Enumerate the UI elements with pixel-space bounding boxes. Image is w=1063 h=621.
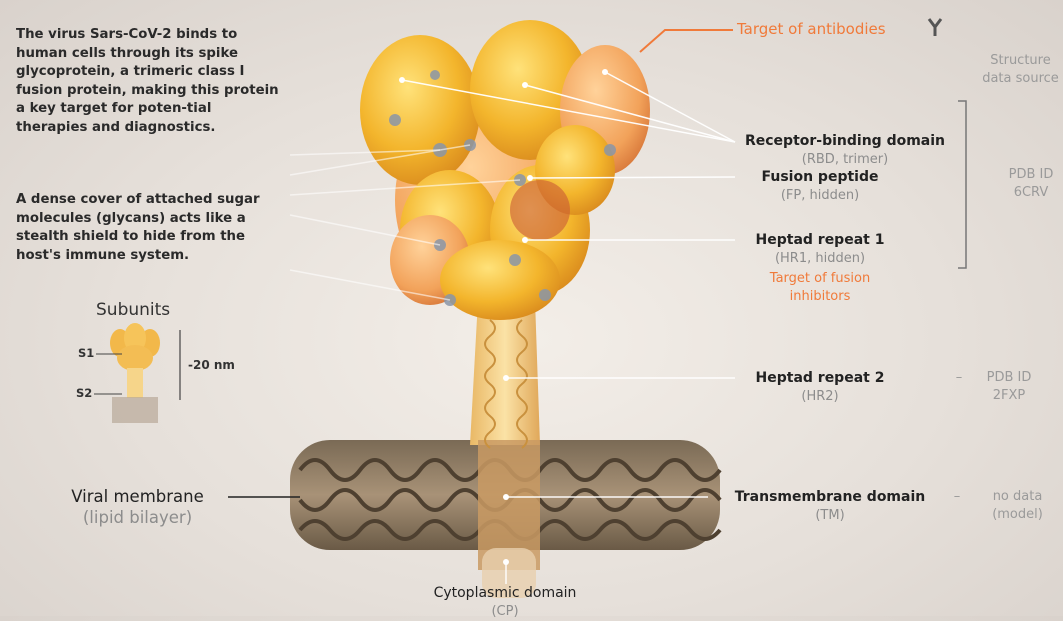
cp-label: Cytoplasmic domain (CP) — [405, 584, 605, 621]
pdb-bracket — [958, 101, 966, 268]
source-dash-2fxp: – — [952, 369, 966, 387]
source-6crv: PDB ID 6CRV — [1005, 166, 1057, 202]
subunit-s2-label: S2 — [76, 386, 92, 400]
structure-source-header: Structure data source — [978, 52, 1063, 88]
spike-head-shape — [360, 20, 650, 320]
hr1-subtitle: (HR1, hidden) — [735, 250, 905, 268]
cp-title: Cytoplasmic domain — [405, 584, 605, 603]
subunit-size-label: -20 nm — [188, 358, 235, 372]
source-2fxp: PDB ID 2FXP — [984, 369, 1034, 405]
tm-title: Transmembrane domain — [710, 488, 950, 507]
subunit-s1-label: S1 — [78, 346, 94, 360]
tm-label: Transmembrane domain (TM) — [710, 488, 950, 525]
hr2-label: Heptad repeat 2 (HR2) — [735, 369, 905, 406]
rbd-subtitle: (RBD, trimer) — [735, 151, 955, 169]
antibody-icon — [929, 19, 941, 36]
source-no-data: no data (model) — [980, 488, 1055, 524]
hr2-subtitle: (HR2) — [735, 388, 905, 406]
hr2-title: Heptad repeat 2 — [735, 369, 905, 388]
subunits-illustration — [94, 323, 180, 423]
intro-paragraph: The virus Sars-CoV-2 binds to human cell… — [16, 26, 281, 137]
membrane-title: Viral membrane — [45, 486, 230, 507]
source-dash-model: – — [950, 488, 964, 506]
cp-subtitle: (CP) — [405, 603, 605, 621]
subunits-title: Subunits — [96, 300, 170, 320]
antibody-leader — [640, 30, 733, 52]
hr1-title: Heptad repeat 1 — [735, 231, 905, 250]
rbd-label: Receptor-binding domain (RBD, trimer) — [735, 132, 955, 169]
fp-label: Fusion peptide (FP, hidden) — [735, 168, 905, 205]
membrane-label: Viral membrane (lipid bilayer) — [45, 486, 230, 528]
fp-subtitle: (FP, hidden) — [735, 187, 905, 205]
rbd-title: Receptor-binding domain — [735, 132, 955, 151]
membrane-subtitle: (lipid bilayer) — [45, 507, 230, 528]
fp-title: Fusion peptide — [735, 168, 905, 187]
hr1-note: Target of fusion inhibitors — [760, 270, 880, 306]
spike-stalk-shape — [470, 300, 540, 598]
glycan-paragraph: A dense cover of attached sugar molecule… — [16, 191, 281, 265]
hr1-label: Heptad repeat 1 (HR1, hidden) Target of … — [735, 231, 905, 306]
tm-subtitle: (TM) — [710, 507, 950, 525]
antibody-target-label: Target of antibodies — [737, 20, 886, 38]
leader-fp — [530, 177, 735, 178]
